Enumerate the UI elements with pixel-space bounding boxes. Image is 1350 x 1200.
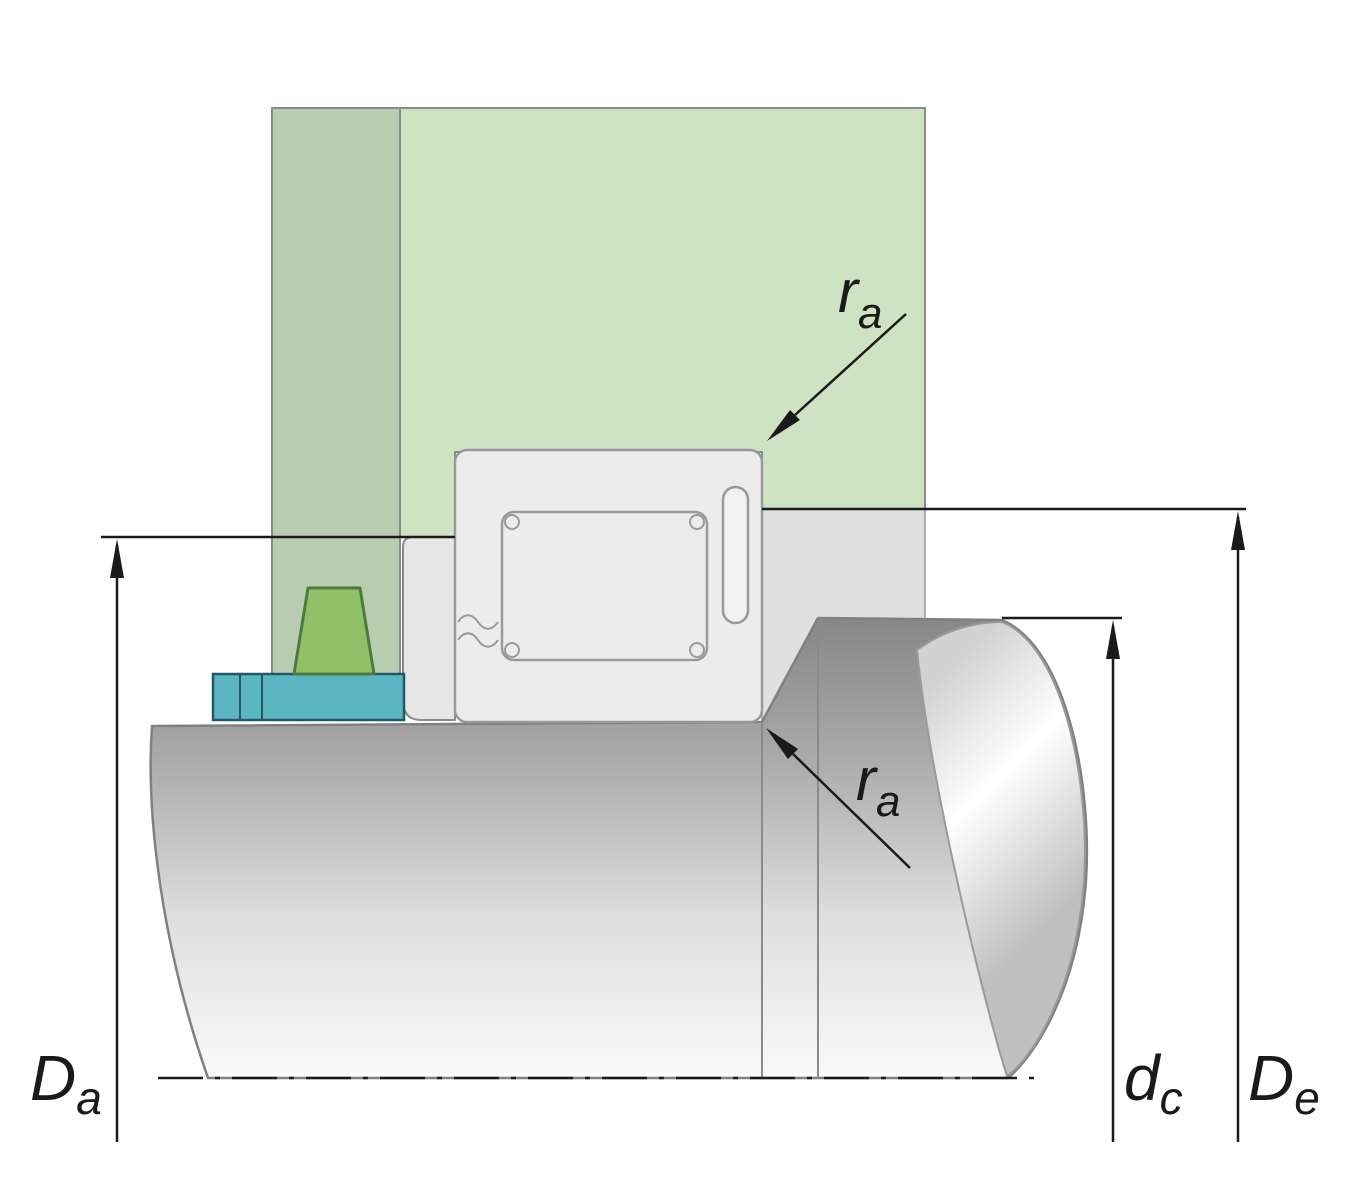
label-De: De bbox=[1248, 1042, 1320, 1124]
housing-wall bbox=[271, 107, 401, 675]
shaft bbox=[149, 616, 1089, 1080]
label-dc: dc bbox=[1124, 1042, 1183, 1124]
lubrication-groove bbox=[721, 485, 750, 625]
break-symbol bbox=[457, 614, 499, 648]
dc-arrowhead bbox=[1106, 620, 1120, 659]
roller-corner-radius bbox=[689, 514, 705, 530]
abutment-ring bbox=[402, 536, 456, 721]
v-ring-seal bbox=[292, 586, 376, 676]
seal-sleeve-section bbox=[211, 672, 406, 722]
roller-corner-radius bbox=[504, 642, 520, 658]
label-ra-top: ra bbox=[838, 258, 882, 338]
seal-sleeve bbox=[211, 672, 406, 722]
shaft-body bbox=[149, 616, 1089, 1080]
ra-top-arrowhead bbox=[767, 410, 800, 441]
dimension-labels: Da De dc ra ra bbox=[30, 258, 1320, 1124]
dimension-lines bbox=[101, 313, 1246, 1142]
roller-corner-radius bbox=[504, 514, 520, 530]
ra-top-leader bbox=[794, 313, 907, 416]
roller-corner-radius bbox=[689, 642, 705, 658]
bearing bbox=[453, 448, 764, 724]
shoulder-fillet-highlight bbox=[915, 620, 1086, 1078]
De-arrowhead bbox=[1231, 511, 1245, 550]
label-Da: Da bbox=[30, 1042, 102, 1124]
roller-section bbox=[500, 510, 709, 662]
ra-bottom-arrowhead bbox=[766, 728, 798, 759]
label-ra-bottom: ra bbox=[856, 746, 900, 826]
Da-arrowhead bbox=[110, 539, 124, 578]
ra-bottom-leader bbox=[792, 753, 911, 869]
